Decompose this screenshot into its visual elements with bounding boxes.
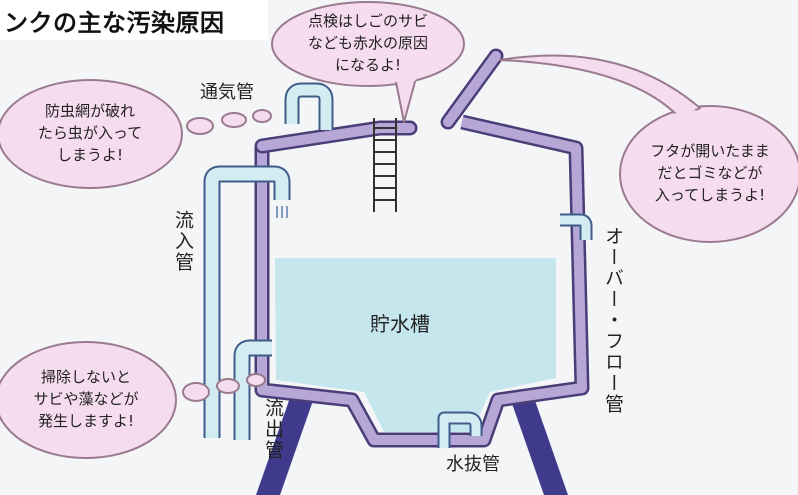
insect-bubble-line: たら虫が入って xyxy=(37,124,143,142)
rust-bubble-line: なども赤水の原因 xyxy=(307,34,428,52)
lid-bubble-line: フタが開いたまま xyxy=(650,142,770,160)
insect-bubble xyxy=(0,79,183,189)
tank-label: 貯水槽 xyxy=(370,312,430,336)
right-support-leg xyxy=(508,392,568,495)
rust-bubble-tail xyxy=(395,77,417,123)
lid-bubble-line: だとゴミなどが xyxy=(657,164,763,182)
rust-bubble-line: になるよ! xyxy=(334,56,401,74)
inspection-ladder xyxy=(373,118,397,212)
rust-bubble-text: 点検はしごのサビ なども赤水の原因 になるよ! xyxy=(288,10,448,76)
inflow-water-drip xyxy=(276,206,288,218)
inflow-pipe-label: 流入管 xyxy=(172,210,194,273)
rust-bubble xyxy=(271,1,465,87)
rust-bubble-tail-cover xyxy=(393,73,417,83)
water xyxy=(275,258,556,432)
cleaning-bubble-line: 掃除しないと xyxy=(40,368,131,386)
open-lid-fill xyxy=(443,51,501,127)
outflow-pipe-label: 流出管 xyxy=(262,398,284,461)
cleaning-bubble-dot-2 xyxy=(216,378,240,394)
vent-pipe-fill xyxy=(286,84,332,130)
overflow-pipe-fill xyxy=(560,215,591,240)
page-title: ンクの主な汚染原因 xyxy=(4,9,225,37)
cleaning-bubble xyxy=(0,341,177,459)
cleaning-bubble-dot-3 xyxy=(246,373,266,387)
tank-wall-fill xyxy=(257,117,587,445)
drain-pipe-fill xyxy=(439,413,481,448)
insect-bubble-dot-2 xyxy=(221,112,247,128)
left-support-leg xyxy=(256,392,316,495)
insect-bubble-dot-1 xyxy=(186,117,214,135)
drain-pipe-label: 水抜管 xyxy=(446,454,500,475)
title-band: ンクの主な汚染原因 xyxy=(0,0,268,40)
insect-bubble-text: 防虫網が破れ たら虫が入って しまうよ! xyxy=(20,100,160,166)
lid-bubble xyxy=(619,105,798,243)
cleaning-bubble-line: サビや藻などが xyxy=(33,390,139,408)
cleaning-bubble-dot-1 xyxy=(182,382,210,402)
cleaning-bubble-line: 発生しますよ! xyxy=(37,412,134,430)
outflow-pipe-fill xyxy=(235,341,272,440)
rust-bubble-line: 点検はしごのサビ xyxy=(307,12,428,30)
overflow-pipe-label: オーバー・フロー管 xyxy=(602,226,624,415)
lid-bubble-text: フタが開いたまま だとゴミなどが 入ってしまうよ! xyxy=(630,140,790,206)
insect-bubble-dot-3 xyxy=(252,109,272,123)
lid-bubble-tail-cover xyxy=(672,110,708,126)
inflow-pipe-fill xyxy=(205,167,289,438)
lid-bubble-line: 入ってしまうよ! xyxy=(654,186,766,204)
insect-bubble-line: しまうよ! xyxy=(56,146,123,164)
insect-bubble-line: 防虫網が破れ xyxy=(44,102,135,120)
vent-pipe-label: 通気管 xyxy=(200,82,254,103)
cleaning-bubble-text: 掃除しないと サビや藻などが 発生しますよ! xyxy=(14,366,158,432)
lid-bubble-tail xyxy=(499,54,701,119)
